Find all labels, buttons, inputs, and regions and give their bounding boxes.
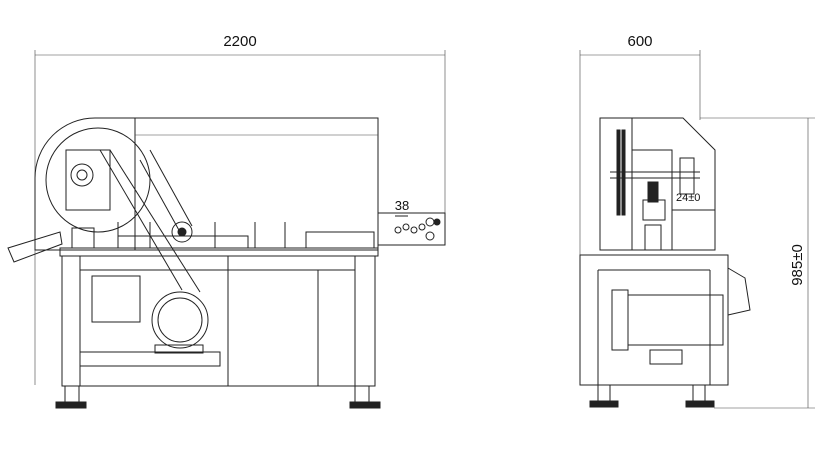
dimension-2200: 2200 <box>34 33 446 385</box>
legs <box>55 385 381 409</box>
dimension-985: 985±0 <box>700 117 815 409</box>
conveyor-bed <box>59 222 379 257</box>
upper-housing-side: 24±0 <box>599 117 716 251</box>
control-panel: 38 <box>377 198 446 246</box>
dimension-600: 600 <box>579 33 701 255</box>
dimension-label-600: 600 <box>627 33 652 50</box>
dimension-label-985: 985±0 <box>789 244 806 286</box>
infeed-chute <box>7 231 63 263</box>
motor <box>151 291 209 354</box>
lower-body-side <box>579 254 751 386</box>
front-view: 2200 <box>7 33 446 409</box>
lower-frame <box>61 255 376 387</box>
dimension-label-38: 38 <box>395 198 409 213</box>
legs-side <box>589 384 715 408</box>
dimension-label-2200: 2200 <box>223 33 256 50</box>
side-view: 600 24±0 <box>579 33 815 409</box>
upper-housing <box>34 117 379 293</box>
dimension-label-24: 24±0 <box>676 192 700 204</box>
